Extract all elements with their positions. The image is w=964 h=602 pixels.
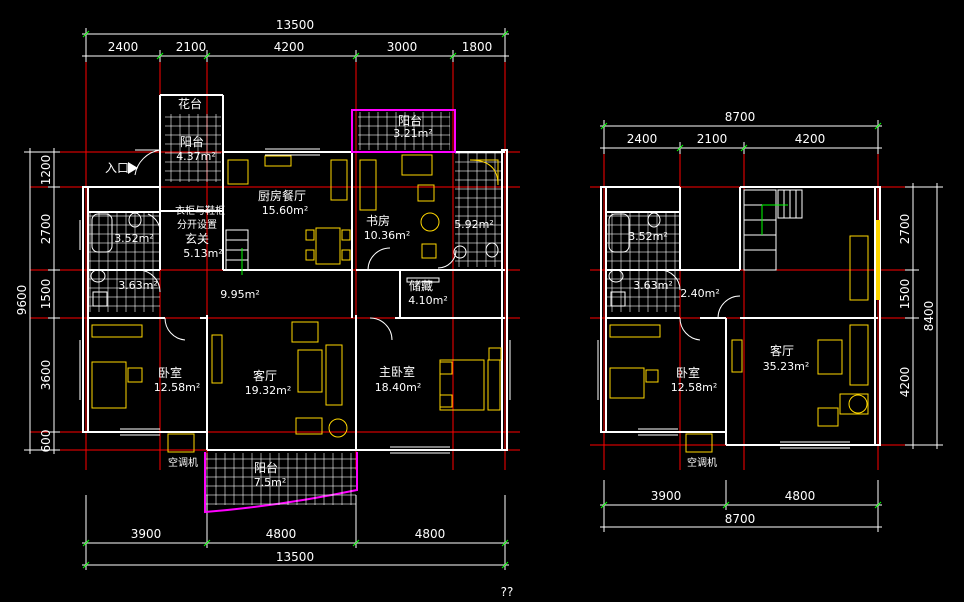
label-storage: 储藏 bbox=[409, 278, 433, 293]
label-bedroom: 卧室 bbox=[158, 365, 182, 380]
area-yangtai-nw: 4.37m² bbox=[176, 150, 216, 163]
dim-right-seg-2: 1500 bbox=[898, 279, 912, 310]
area-master: 18.40m² bbox=[375, 381, 422, 394]
tile-floors-left bbox=[88, 112, 503, 312]
area-right-bath-2: 3.63m² bbox=[633, 279, 673, 292]
area-bath-1: 3.52m² bbox=[114, 232, 154, 245]
area-study: 10.36m² bbox=[364, 229, 411, 242]
dim-bottom-seg-2: 4800 bbox=[266, 527, 297, 541]
dim-right-total: 8400 bbox=[922, 301, 936, 332]
dim-right-top-seg-1: 2400 bbox=[627, 132, 658, 146]
label-yangtai-ne: 阳台 bbox=[398, 113, 422, 128]
area-yangtai-ne: 3.21m² bbox=[393, 127, 433, 140]
label-ac-left: 空调机 bbox=[168, 456, 198, 469]
dim-top-seg-5: 1800 bbox=[462, 40, 493, 54]
dim-left-seg-1: 1200 bbox=[39, 155, 53, 186]
area-living: 19.32m² bbox=[245, 384, 292, 397]
area-bedroom: 12.58m² bbox=[154, 381, 201, 394]
dim-top-seg-2: 2100 bbox=[176, 40, 207, 54]
dim-right-bottom-seg-1: 3900 bbox=[651, 489, 682, 503]
area-right-living: 35.23m² bbox=[763, 360, 810, 373]
note-foyer-1: 衣柜与鞋柜 bbox=[175, 204, 225, 217]
window-yellow-right bbox=[876, 220, 880, 300]
label-right-bedroom: 卧室 bbox=[676, 365, 700, 380]
dim-right-top-seg-2: 2100 bbox=[697, 132, 728, 146]
dim-right-top-total: 8700 bbox=[725, 110, 756, 124]
area-kitchen: 15.60m² bbox=[262, 204, 309, 217]
foyer-stairs bbox=[225, 229, 249, 271]
dim-left-seg-4: 3600 bbox=[39, 360, 53, 391]
entrance-arrow-icon bbox=[128, 162, 138, 174]
dim-right-bottom-seg-2: 4800 bbox=[785, 489, 816, 503]
interior-doors-left bbox=[139, 213, 457, 341]
fixtures-right bbox=[608, 212, 661, 307]
ac-unit-left bbox=[167, 433, 195, 453]
windows-left bbox=[79, 148, 511, 454]
area-hall: 9.95m² bbox=[220, 288, 260, 301]
stairs-right bbox=[743, 189, 803, 271]
dim-left-seg-2: 2700 bbox=[39, 214, 53, 245]
label-study: 书房 bbox=[366, 213, 390, 228]
balconies-left bbox=[204, 109, 456, 514]
area-right-hall: 2.40m² bbox=[680, 287, 720, 300]
dim-top-seg-1: 2400 bbox=[108, 40, 139, 54]
fixtures-left bbox=[90, 212, 499, 307]
dim-left-seg-5: 600 bbox=[39, 430, 53, 453]
furniture-left bbox=[91, 154, 502, 438]
dim-top-total: 13500 bbox=[276, 18, 314, 32]
label-huatai: 花台 bbox=[178, 96, 202, 111]
windows-right bbox=[597, 340, 850, 449]
dim-bottom-total: 13500 bbox=[276, 550, 314, 564]
walls-right bbox=[600, 186, 881, 446]
dim-bottom-seg-1: 3900 bbox=[131, 527, 162, 541]
area-foyer: 5.13m² bbox=[183, 247, 223, 260]
dimension-lines-top-right bbox=[600, 120, 882, 154]
balcony-south-tiles bbox=[206, 453, 356, 505]
dim-bottom-seg-3: 4800 bbox=[415, 527, 446, 541]
area-balcony-south: 7.5m² bbox=[254, 476, 287, 489]
label-yangtai-nw: 阳台 bbox=[180, 134, 204, 149]
label-right-living: 客厅 bbox=[770, 343, 794, 358]
dim-right-seg-3: 4200 bbox=[898, 367, 912, 398]
walls-left bbox=[82, 94, 508, 451]
dimension-lines-right bbox=[905, 183, 943, 449]
label-ac-right: 空调机 bbox=[687, 456, 717, 469]
area-right-bedroom: 12.58m² bbox=[671, 381, 718, 394]
interior-doors-right bbox=[659, 269, 741, 341]
stair-arrow-right-icon bbox=[761, 204, 788, 235]
label-kitchen: 厨房餐厅 bbox=[258, 188, 306, 203]
note-foyer-2: 分开设置 bbox=[177, 219, 217, 231]
label-entrance: 入口 bbox=[105, 161, 129, 175]
dim-right-top-seg-3: 4200 bbox=[795, 132, 826, 146]
right-floor-plan: 8700 2400 2100 4200 3900 4800 8700 2700 … bbox=[590, 110, 943, 532]
dim-top-seg-4: 3000 bbox=[387, 40, 418, 54]
area-storage: 4.10m² bbox=[408, 294, 448, 307]
dim-left-seg-3: 1500 bbox=[39, 279, 53, 310]
dimension-lines-left bbox=[24, 148, 60, 454]
label-master: 主卧室 bbox=[379, 364, 415, 379]
area-bath-2: 3.63m² bbox=[118, 279, 158, 292]
left-floor-plan: 13500 2400 2100 4200 3000 1800 3900 4800… bbox=[15, 18, 520, 570]
label-foyer: 玄关 bbox=[185, 231, 209, 246]
area-bath-ne: 5.92m² bbox=[454, 218, 494, 231]
label-living: 客厅 bbox=[253, 368, 277, 383]
dimension-lines-bottom-right bbox=[600, 480, 882, 532]
dimension-lines-top-left bbox=[82, 28, 509, 62]
dim-right-bottom-total: 8700 bbox=[725, 512, 756, 526]
dim-left-total: 9600 bbox=[15, 285, 29, 316]
dim-right-seg-1: 2700 bbox=[898, 214, 912, 245]
footer-text: ?? bbox=[501, 585, 514, 599]
furniture-right bbox=[609, 235, 869, 427]
area-right-bath-1: 3.52m² bbox=[628, 230, 668, 243]
dim-top-seg-3: 4200 bbox=[274, 40, 305, 54]
tile-floors-right bbox=[606, 212, 680, 312]
ac-unit-right bbox=[685, 433, 713, 453]
label-balcony-south: 阳台 bbox=[254, 460, 278, 475]
entrance-door bbox=[134, 149, 161, 176]
